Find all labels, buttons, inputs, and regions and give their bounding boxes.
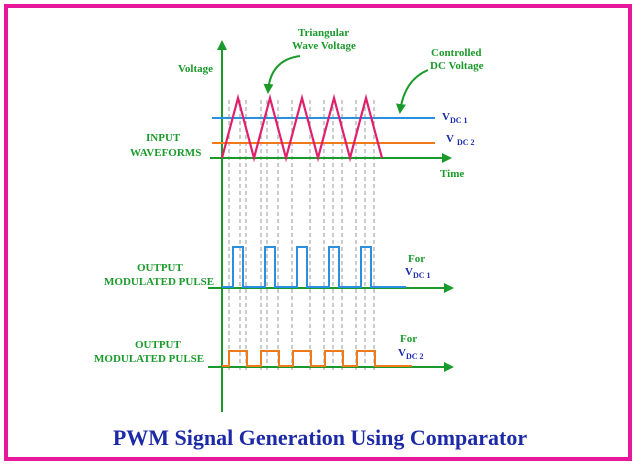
input-label-line2: WAVEFORMS: [130, 147, 201, 159]
triangular-wave: [220, 93, 384, 163]
for-vdc1-value: VDC 1: [405, 266, 431, 280]
controlled-annotation-arrow: [396, 69, 429, 114]
annotation-triangular-line1: Triangular: [298, 27, 349, 39]
output2-label-line1: OUTPUT: [135, 339, 182, 351]
pulse-train-vdc1: [222, 246, 406, 288]
time-axis-label: Time: [440, 168, 464, 180]
annotation-controlled-line2: DC Voltage: [430, 60, 484, 72]
diagram-frame: [4, 4, 632, 461]
diagram-caption: PWM Signal Generation Using Comparator: [112, 425, 528, 450]
for-vdc1-word: For: [408, 253, 425, 265]
dashed-guides: [228, 100, 375, 372]
for-vdc2-value: VDC 2: [398, 347, 424, 361]
triangular-annotation-arrow: [263, 55, 301, 94]
annotation-controlled-line1: Controlled: [431, 47, 482, 59]
for-vdc2-word: For: [400, 333, 417, 345]
output1-label-line1: OUTPUT: [137, 262, 184, 274]
output2-label-line2: MODULATED PULSE: [94, 353, 204, 365]
input-label-line1: INPUT: [146, 132, 181, 144]
annotation-triangular-line2: Wave Voltage: [292, 40, 356, 52]
output1-label-line2: MODULATED PULSE: [104, 276, 214, 288]
pulse-train-vdc2: [222, 350, 412, 367]
voltage-axis-label: Voltage: [178, 63, 213, 75]
vdc1-label: VDC 1: [442, 111, 468, 125]
